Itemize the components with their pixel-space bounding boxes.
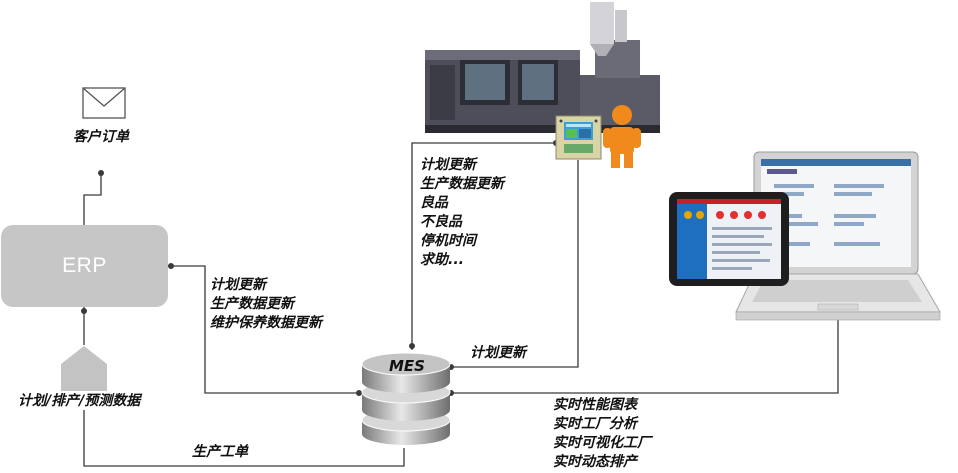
- machine-to-mes-line: 良品: [420, 195, 448, 211]
- erp-to-mes-labels: 计划更新 生产数据更新 维护保养数据更新: [210, 276, 322, 333]
- production-order-label: 生产工单: [192, 444, 248, 460]
- laptop-icon: [735, 151, 941, 321]
- machine-to-mes-line: 计划更新: [420, 157, 476, 173]
- erp-to-mes-line: 维护保养数据更新: [210, 315, 322, 331]
- tablet-icon: [669, 192, 789, 286]
- planning-label: 计划/排产/预测数据: [18, 393, 141, 409]
- mes-database-icon: [361, 352, 451, 445]
- machine-to-mes-line: 求助...: [420, 252, 464, 268]
- mes-to-laptop-line: 实时性能图表: [553, 397, 637, 413]
- machine-to-mes-labels: 计划更新 生产数据更新 良品 不良品 停机时间 求助...: [420, 156, 504, 270]
- control-panel-icon: [555, 115, 602, 160]
- machine-to-mes-line: 生产数据更新: [420, 176, 504, 192]
- mes-to-laptop-line: 实时工厂分析: [553, 416, 637, 432]
- mes-to-laptop-labels: 实时性能图表 实时工厂分析 实时可视化工厂 实时动态排产: [553, 396, 651, 472]
- mes-label: MES: [389, 357, 425, 375]
- machine-to-mes-line: 不良品: [420, 214, 462, 230]
- planning-data-icon: [61, 346, 107, 391]
- order-label: 客户订单: [73, 129, 129, 145]
- erp-to-mes-line: 生产数据更新: [210, 296, 294, 312]
- erp-box: ERP: [1, 225, 168, 307]
- erp-to-mes-line: 计划更新: [210, 277, 266, 293]
- operator-icon: [603, 105, 641, 168]
- mes-to-machine-label: 计划更新: [470, 345, 526, 361]
- envelope-icon: [82, 87, 126, 119]
- mes-to-laptop-line: 实时动态排产: [553, 454, 637, 470]
- mes-to-laptop-line: 实时可视化工厂: [553, 435, 651, 451]
- machine-to-mes-line: 停机时间: [420, 233, 476, 249]
- injection-molding-machine-icon: [425, 2, 660, 133]
- erp-label: ERP: [62, 254, 107, 277]
